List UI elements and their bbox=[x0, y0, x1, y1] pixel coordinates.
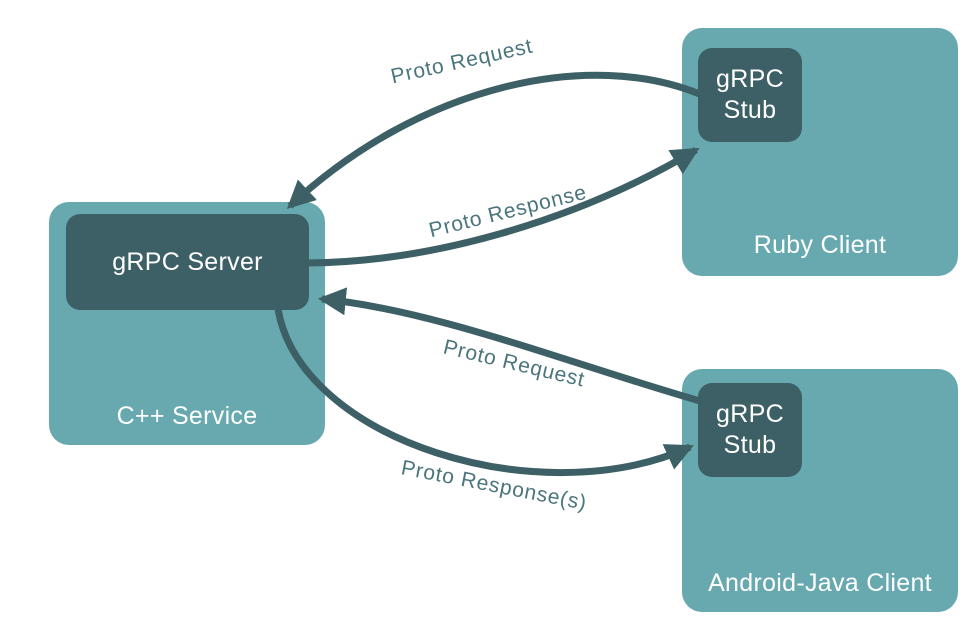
edge-label-proto-request-ruby: Proto Request bbox=[388, 34, 535, 89]
edge-proto-request-ruby-arrow bbox=[286, 71, 704, 209]
node-android-java-client-label: Android-Java Client bbox=[708, 569, 932, 597]
node-ruby-client: gRPC Stub Ruby Client bbox=[682, 28, 958, 276]
edge-label-proto-response-android: Proto Response(s) bbox=[399, 456, 589, 515]
edge-label-proto-response-ruby: Proto Response bbox=[426, 180, 590, 243]
edge-label-proto-request-android: Proto Request bbox=[441, 335, 588, 392]
node-android-java-client: gRPC Stub Android-Java Client bbox=[682, 369, 958, 612]
node-cpp-service: gRPC Server C++ Service bbox=[49, 202, 325, 445]
node-cpp-service-label: C++ Service bbox=[116, 402, 258, 430]
node-grpc-stub-android: gRPC Stub bbox=[698, 383, 802, 477]
node-grpc-stub-ruby: gRPC Stub bbox=[698, 48, 802, 142]
edge-proto-response-android-arrow bbox=[274, 308, 694, 477]
node-ruby-client-label: Ruby Client bbox=[753, 231, 887, 259]
node-grpc-server-label: gRPC Server bbox=[112, 247, 263, 276]
node-grpc-stub-android-label: gRPC Stub bbox=[716, 400, 784, 459]
node-grpc-server: gRPC Server bbox=[66, 214, 309, 310]
node-grpc-stub-ruby-label: gRPC Stub bbox=[716, 65, 784, 124]
